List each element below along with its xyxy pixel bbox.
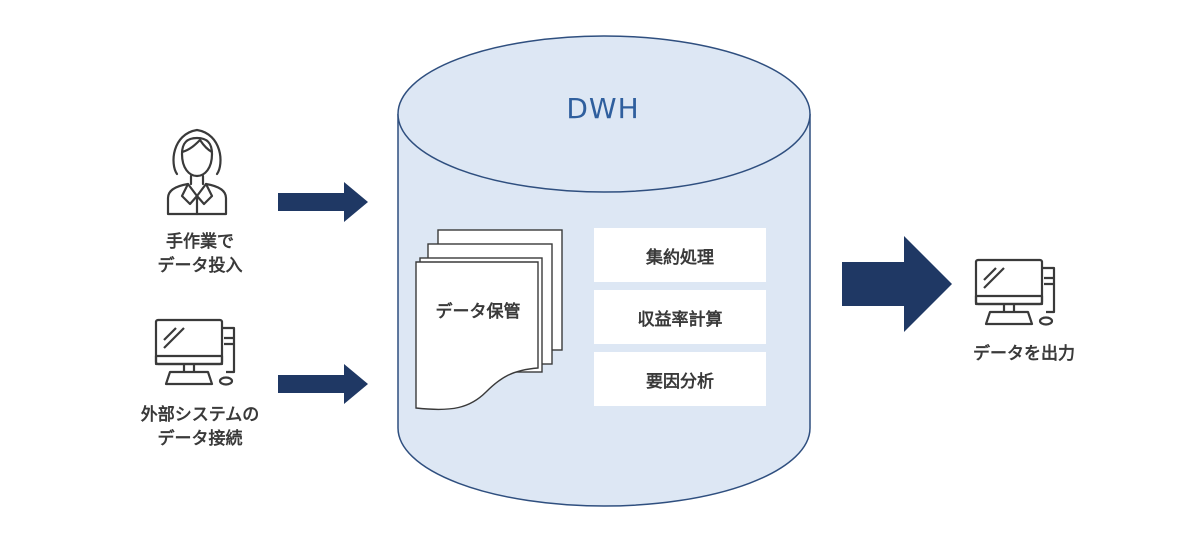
process-box-aggregation: 集約処理 bbox=[594, 228, 766, 282]
output-label: データを出力 bbox=[973, 344, 1075, 364]
process-label: 要因分析 bbox=[646, 371, 714, 392]
input-arrow-manual bbox=[278, 182, 368, 222]
manual-input-label-line2: データ投入 bbox=[157, 256, 243, 276]
process-box-return-calc: 収益率計算 bbox=[594, 290, 766, 344]
external-system-label-line2: データ接続 bbox=[157, 429, 243, 449]
person-icon bbox=[166, 128, 228, 216]
manual-input-label-line1: 手作業で bbox=[166, 232, 234, 252]
process-label: 収益率計算 bbox=[637, 309, 723, 330]
dwh-title: DWH bbox=[566, 92, 640, 125]
output-computer-icon bbox=[974, 258, 1056, 326]
external-system-label: 外部システムの データ接続 bbox=[110, 403, 290, 451]
external-system-label-line1: 外部システムの bbox=[140, 405, 260, 425]
data-storage-label: データ保管 bbox=[435, 302, 521, 322]
process-box-factor-analysis: 要因分析 bbox=[594, 352, 766, 406]
output-arrow bbox=[842, 236, 952, 332]
input-arrow-external bbox=[278, 364, 368, 404]
document-stack-icon bbox=[415, 229, 563, 411]
process-label: 集約処理 bbox=[646, 247, 714, 268]
manual-input-label: 手作業で データ投入 bbox=[120, 230, 280, 278]
computer-icon bbox=[154, 318, 236, 386]
